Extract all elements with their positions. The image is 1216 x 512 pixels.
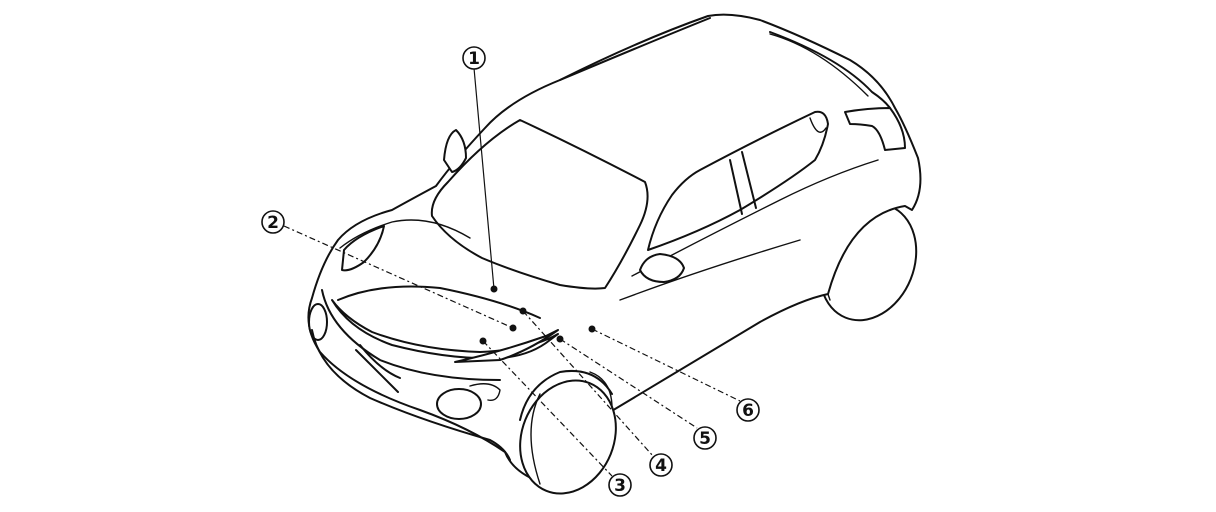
windshield [430, 119, 649, 290]
location-dot-5 [556, 335, 564, 343]
callout-3-label: 3 [614, 476, 626, 496]
location-dot-3 [479, 337, 487, 345]
callout-1: 1 [462, 46, 486, 70]
leader-lines [283, 67, 741, 477]
car-illustration [307, 13, 922, 495]
location-dot-6 [588, 325, 596, 333]
location-dot-2 [509, 324, 517, 332]
callout-6-label: 6 [742, 401, 754, 421]
side-window [647, 110, 829, 251]
callout-3: 3 [608, 473, 632, 497]
callout-5: 5 [693, 426, 717, 450]
location-dots [479, 285, 596, 345]
callout-4-label: 4 [655, 456, 667, 476]
callout-2-label: 2 [267, 213, 279, 233]
callout-6: 6 [736, 398, 760, 422]
location-dot-1 [490, 285, 498, 293]
callout-1-label: 1 [468, 49, 480, 69]
side-mirror [639, 253, 685, 283]
location-dot-4 [519, 307, 527, 315]
callout-4: 4 [649, 453, 673, 477]
turn-lamp [308, 303, 328, 341]
callout-2: 2 [261, 210, 285, 234]
fog-lamp [436, 388, 482, 420]
front-wheel [519, 371, 617, 495]
callout-5-label: 5 [699, 429, 711, 449]
